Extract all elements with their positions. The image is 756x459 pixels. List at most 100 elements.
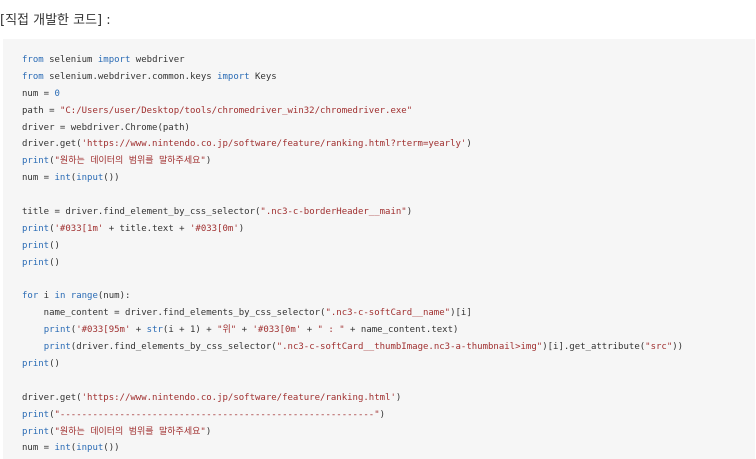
code-token: ".nc3-c-borderHeader__main" [260,207,407,218]
code-line: print() [22,356,755,373]
code-token: 'https://www.nintendo.co.jp/software/fea… [81,392,396,403]
code-token: (driver.find_elements_by_css_selector( [70,342,277,353]
code-token: print [22,240,50,251]
code-line: print("---------------------------------… [22,407,755,424]
code-token: path = [22,105,60,116]
code-token: " : " [317,325,345,336]
code-token: (num): [97,291,131,302]
code-token [22,342,44,352]
code-line: name_content = driver.find_elements_by_c… [22,305,755,322]
code-token: ".nc3-c-softCard__thumbImage.nc3-a-thumb… [276,342,543,353]
code-line [22,272,755,289]
code-token: )) [672,342,684,353]
code-token: ) [238,223,245,234]
code-block: from selenium import webdriver from selen… [3,39,755,459]
code-token: print [22,426,50,437]
code-token: ".nc3-c-softCard__name" [325,308,451,319]
code-line: print("원하는 데이터의 범위를 말하주세요") [22,153,755,170]
code-token: )[i] [450,308,472,319]
code-token: i [38,291,55,302]
code-line: num = int(input()) [22,170,755,187]
code-token: '#033[0m' [190,223,239,234]
code-token: '#033[0m' [252,325,302,336]
code-token: driver.get( [22,139,82,150]
code-token: + name_content.text) [344,325,459,336]
code-line: for i in range(num): [22,288,755,305]
code-token: "src" [645,342,673,353]
code-line: from selenium.webdriver.common.keys impo… [22,69,755,86]
code-line: print('#033[95m' + str(i + 1) + "위" + '#… [22,322,755,339]
code-token: ( [49,156,55,167]
code-token: ) [466,139,472,150]
section-heading: [직접 개발한 코드] : [0,13,111,28]
code-token: name_content = driver.find_elements_by_c… [22,308,326,319]
code-line: num = 0 [22,86,755,103]
code-line: driver = webdriver.Chrome(path) [22,120,755,137]
code-token: ( [49,426,55,437]
code-token: in [54,291,66,302]
code-line: print() [22,255,755,272]
code-token: "원하는 데이터의 범위를 말하주세요" [54,156,206,167]
code-token: num = [22,173,55,184]
code-token: input [76,173,104,184]
code-token: "원하는 데이터의 범위를 말하주세요" [54,426,206,437]
code-token: str [146,325,163,336]
code-line: driver.get('https://www.nintendo.co.jp/s… [22,390,755,407]
code-token: + [236,325,253,336]
code-line: print(driver.find_elements_by_css_select… [22,339,755,356]
code-token: int [54,443,71,454]
code-token: num = [22,88,55,99]
code-token: print [22,409,50,420]
code-token: ( [70,173,77,184]
code-token: selenium [43,55,98,65]
code-token: ) [205,426,212,437]
code-token: "위" [217,325,237,336]
code-line: print("원하는 데이터의 범위를 말하주세요") [22,424,755,441]
code-token: title = driver.find_element_by_css_selec… [22,207,261,218]
code-token: (i + 1) + [162,325,218,336]
code-token: () [49,359,60,370]
code-token: driver = webdriver.Chrome(path) [22,122,190,133]
code-token: for [22,291,39,302]
code-token: print [22,223,50,234]
code-token: ()) [103,173,120,184]
code-line: print() [22,238,755,255]
code-token: ()) [103,443,120,454]
code-token: + title.text + [103,223,190,234]
code-token: import [97,55,131,65]
code-token: from [22,71,44,82]
code-token: print [22,257,50,268]
code-token: () [49,257,60,268]
code-token: ( [49,409,55,420]
code-line [22,373,755,390]
code-token: "C:/Users/user/Desktop/tools/chromedrive… [59,105,413,116]
code-token: from [22,55,44,65]
code-token: range [70,291,98,302]
code-token: ) [379,409,386,420]
code-token: ) [395,392,402,403]
code-line: title = driver.find_element_by_css_selec… [22,204,755,221]
code-line: print('#033[1m' + title.text + '#033[0m'… [22,221,755,238]
code-token: print [22,359,50,370]
code-line: num = int(input()) [22,440,755,457]
code-token: ) [205,156,212,167]
code-token: num = [22,443,55,454]
code-token: int [54,173,71,184]
code-token: selenium.webdriver.common.keys [43,71,218,82]
code-token: print [43,342,71,353]
code-token: )[i].get_attribute( [542,342,646,353]
code-token: + [301,325,318,336]
code-line [22,187,755,204]
code-token: "---------------------------------------… [54,409,380,420]
code-token: import [217,71,250,82]
code-token: input [76,443,104,454]
code-token: ) [406,207,413,218]
code-token: driver.get( [22,392,82,403]
code-token: webdriver [130,55,185,65]
code-token: () [49,240,60,251]
code-token: ( [49,223,55,234]
code-token: Keys [249,71,277,82]
code-token: 0 [54,88,60,99]
code-token: '#033[1m' [54,223,104,234]
code-token: + [130,325,147,336]
